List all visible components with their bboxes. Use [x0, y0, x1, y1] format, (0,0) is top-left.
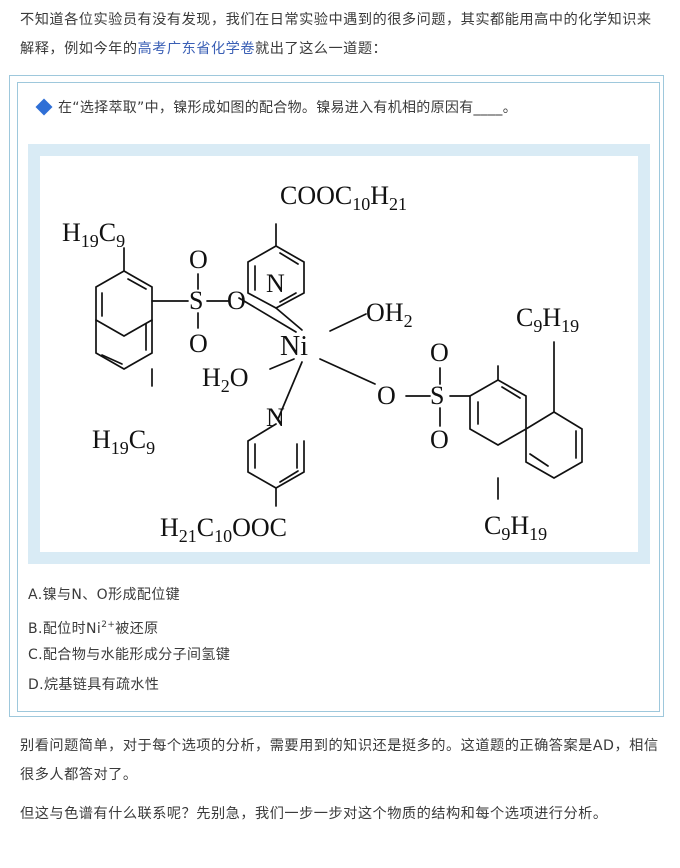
- option-b: B.配位时Ni2+被还原: [28, 614, 159, 640]
- option-a: A.镍与N、O形成配位键: [28, 587, 181, 603]
- svg-text:C9H19: C9H19: [484, 511, 547, 544]
- option-b-pre: B.配位时Ni: [28, 621, 102, 637]
- question-box-outer: [9, 75, 664, 717]
- question-line: 在“选择萃取”中，镍形成如图的配合物。镍易进入有机相的原因有____。: [35, 96, 518, 120]
- svg-text:C9H19: C9H19: [516, 303, 579, 336]
- analysis-paragraph: 别看问题简单，对于每个选项的分析，需要用到的知识还是挺多的。这道题的正确答案是A…: [20, 738, 659, 783]
- complex-structure-figure: COOC10H21 H21C10OOC N N Ni OH2 H2O S O O…: [40, 156, 638, 552]
- left-o-bottom: O: [189, 329, 208, 358]
- question-text: 在“选择萃取”中，镍形成如图的配合物。镍易进入有机相的原因有____。: [58, 100, 518, 116]
- transition-paragraph: 但这与色谱有什么联系呢？先别急，我们一步一步对这个物质的结构和每个选项进行分析。: [20, 806, 608, 822]
- left-o-top: O: [189, 245, 208, 274]
- right-o-bottom: O: [430, 425, 449, 454]
- intro-text-after: 就出了这么一道题：: [255, 41, 388, 57]
- right-s: S: [430, 381, 444, 410]
- option-d: D.烷基链具有疏水性: [28, 677, 160, 693]
- svg-text:COOC10H21: COOC10H21: [280, 181, 407, 214]
- svg-text:H19C9: H19C9: [92, 425, 155, 458]
- exam-link[interactable]: 高考广东省化学卷: [137, 41, 256, 57]
- option-b-post: 被还原: [115, 621, 159, 637]
- svg-text:OH2: OH2: [366, 298, 413, 331]
- svg-text:H2O: H2O: [202, 363, 249, 396]
- intro-text-before: 不知道各位实验员有没有发现，我们在日常实验中遇到的很多问题，其实都能用高中的化学…: [20, 12, 652, 57]
- top-pyridine-n: N: [266, 269, 285, 298]
- svg-text:H19C9: H19C9: [62, 218, 125, 251]
- right-o-bridge: O: [377, 381, 396, 410]
- structure-svg: COOC10H21 H21C10OOC N N Ni OH2 H2O S O O…: [62, 181, 583, 546]
- ni-center: Ni: [280, 331, 308, 362]
- bottom-pyridine-n: N: [266, 403, 285, 432]
- right-o-top: O: [430, 338, 449, 367]
- option-b-charge: 2+: [101, 620, 116, 630]
- left-s: S: [189, 286, 203, 315]
- svg-text:H21C10OOC: H21C10OOC: [160, 513, 287, 546]
- intro-paragraph: 不知道各位实验员有没有发现，我们在日常实验中遇到的很多问题，其实都能用高中的化学…: [20, 6, 664, 64]
- diamond-bullet-icon: [35, 98, 53, 116]
- left-o-bridge: O: [227, 286, 246, 315]
- option-c: C.配合物与水能形成分子间氢键: [28, 647, 231, 663]
